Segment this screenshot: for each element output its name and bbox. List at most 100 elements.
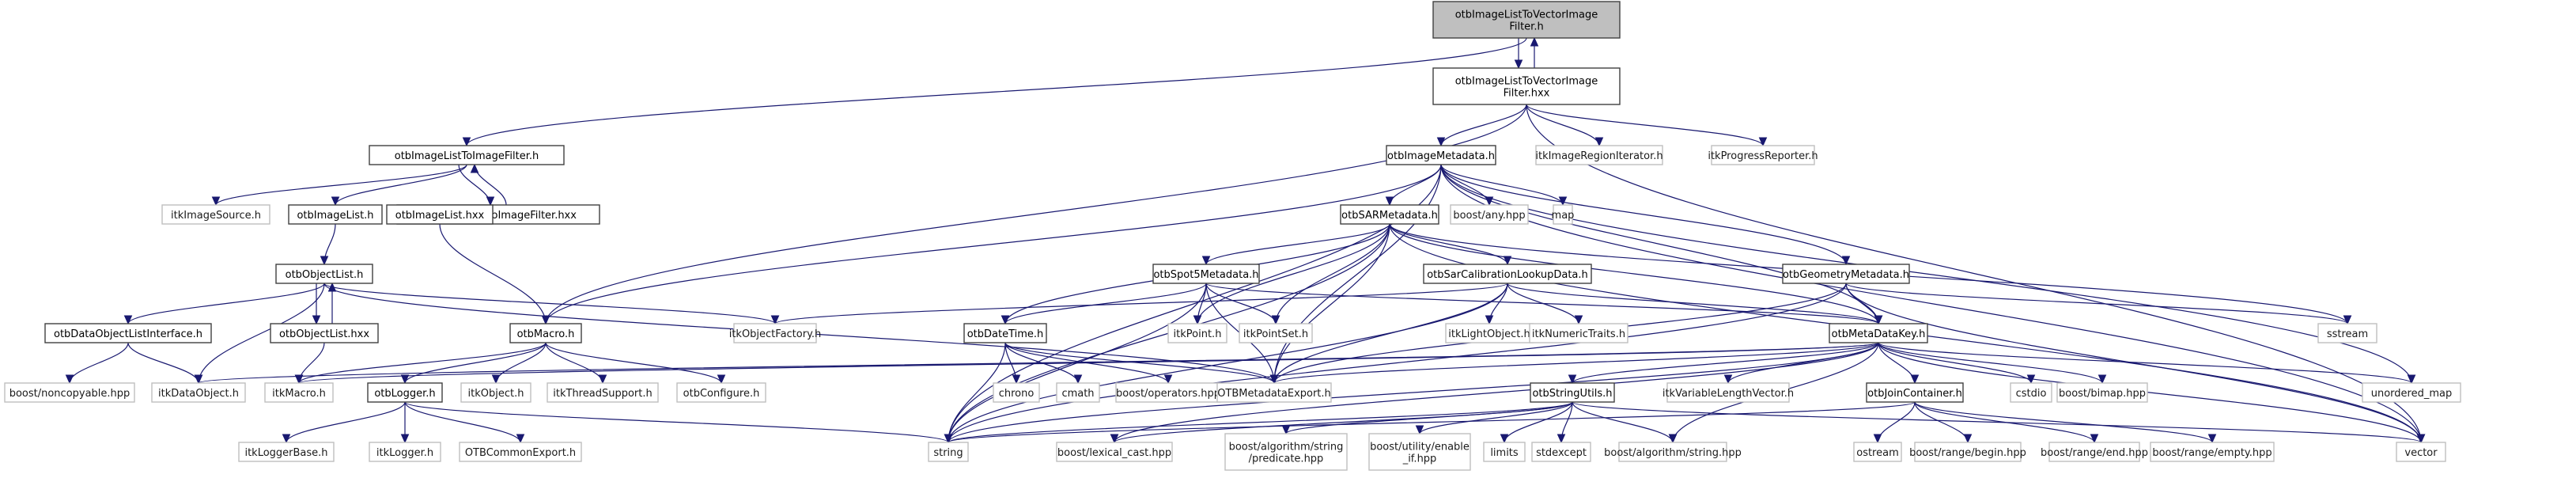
arrowhead-icon [1514,59,1523,70]
edge-line [323,283,776,324]
edge-line [1914,401,2213,443]
edge-metadatakey-to-itkMacro [294,342,1879,385]
edge-il2if_h-to-imagelist_h [331,164,467,207]
node-boostoperators: boost/operators.hpp [1115,382,1221,403]
node-label: otbImageListToVectorImage [1455,9,1598,21]
node-label: unordered_map [2371,388,2453,400]
node-sarmetadata[interactable]: otbSARMetadata.h [1340,204,1439,225]
edge-root-to-il2if_h [462,37,1527,147]
arrowhead-icon [1163,374,1173,385]
node-imagelist_hxx[interactable]: otbImageList.hxx [386,204,494,225]
node-box [1056,442,1173,462]
node-box [1167,323,1227,343]
edge-line [948,401,1916,443]
edge-line [1440,164,1879,324]
node-box [1340,204,1439,225]
node-box [1152,264,1260,284]
node-imagelist_h[interactable]: otbImageList.h [288,204,383,225]
node-imagemetadata[interactable]: otbImageMetadata.h [1386,145,1496,165]
edge-metadatakey-to-stringutils [1568,342,1879,385]
arrowhead-icon [1841,256,1851,266]
edge-line [1419,401,1573,434]
edge-sarmetadata-to-itkPointSet [1271,223,1390,325]
edge-otbLogger-to-itkLoggerBase [282,401,406,444]
node-box [2056,382,2148,403]
arrowhead-icon [516,434,525,444]
edge-sarmetadata-to-spot5 [1201,223,1390,266]
node-otbLogger[interactable]: otbLogger.h [367,382,443,403]
node-vector: vector [2396,442,2446,462]
node-itkLogger: itkLogger.h [369,442,441,462]
edge-metadatakey-to-bimap [1878,342,2107,385]
edge-sarcalib-to-metadatakey [1507,283,1883,325]
edge-line [1285,401,1573,434]
node-label: ostream [1856,447,1899,459]
node-spot5[interactable]: otbSpot5Metadata.h [1152,264,1260,284]
arrowhead-icon [462,137,471,147]
edge-dataobjlistif-to-noncopyable [65,342,129,385]
node-itkDataObject: itkDataObject.h [151,382,246,403]
node-il2if_h[interactable]: otbImageListToImageFilter.h [369,145,565,165]
arrowhead-icon [2097,374,2107,385]
node-itkNumericTraits: itkNumericTraits.h [1529,323,1628,343]
node-box [4,382,135,403]
node-cmath: cmath [1056,382,1100,403]
node-label: otbJoinContainer.h [1867,388,1962,400]
node-objectlist_h[interactable]: otbObjectList.h [275,264,373,284]
node-box [1432,1,1621,39]
node-dataobjlistif[interactable]: otbDataObjectListInterface.h [44,323,212,343]
node-box [1216,382,1332,403]
arrowhead-icon [400,434,410,444]
arrowhead-icon [1201,256,1211,266]
arrowhead-icon [1415,425,1424,435]
edge-imagemetadata-to-sarmetadata [1385,164,1442,207]
node-box [369,442,441,462]
node-datetime[interactable]: otbDateTime.h [963,323,1047,343]
node-joincontainer[interactable]: otbJoinContainer.h [1866,382,1964,403]
node-box [928,442,969,462]
arrowhead-icon [1001,315,1010,325]
edge-joincontainer-to-string [944,401,1916,444]
node-box [1829,323,1928,343]
node-box [264,382,334,403]
node-box [2396,442,2446,462]
node-geometry[interactable]: otbGeometryMetadata.h [1782,264,1910,284]
node-objectlist_hxx[interactable]: otbObjectList.hxx [270,323,379,343]
arrowhead-icon [400,374,410,385]
edge-line [1507,283,1879,324]
node-label: string [933,447,963,459]
arrowhead-icon [282,434,291,444]
node-box [963,323,1047,343]
node-sarcalib[interactable]: otbSarCalibrationLookupData.h [1423,264,1592,284]
node-otbMacro[interactable]: otbMacro.h [509,323,582,343]
node-box [547,382,659,403]
edge-root_hxx-to-root [1530,36,1539,68]
node-box [1553,204,1573,225]
edge-line [545,164,1442,324]
node-label: otbDateTime.h [967,328,1044,340]
edge-il2if_h-to-itkImageSource [211,164,467,207]
node-label: otbMetaDataKey.h [1832,328,1926,340]
edge-line [198,283,325,384]
arrowhead-icon [486,196,495,207]
edge-otbMacro-to-otbLogger [400,342,547,385]
node-cstdio: cstdio [2010,382,2052,403]
arrowhead-icon [331,196,340,207]
node-label: otbMacro.h [517,328,575,340]
arrowhead-icon [2207,434,2217,444]
node-box [1368,433,1471,471]
node-label: otbImageMetadata.h [1387,150,1495,162]
node-itkLoggerBase: itkLoggerBase.h [238,442,335,462]
node-itkMacro: itkMacro.h [264,382,334,403]
node-label: itkMacro.h [272,388,326,400]
edge-line [1389,164,1442,206]
node-stringutils[interactable]: otbStringUtils.h [1530,382,1615,403]
node-box [1535,145,1663,165]
edge-line [127,342,199,384]
arrowhead-icon [1558,196,1568,207]
edge-line [439,223,547,324]
node-metadatakey[interactable]: otbMetaDataKey.h [1829,323,1928,343]
node-box [1450,204,1529,225]
